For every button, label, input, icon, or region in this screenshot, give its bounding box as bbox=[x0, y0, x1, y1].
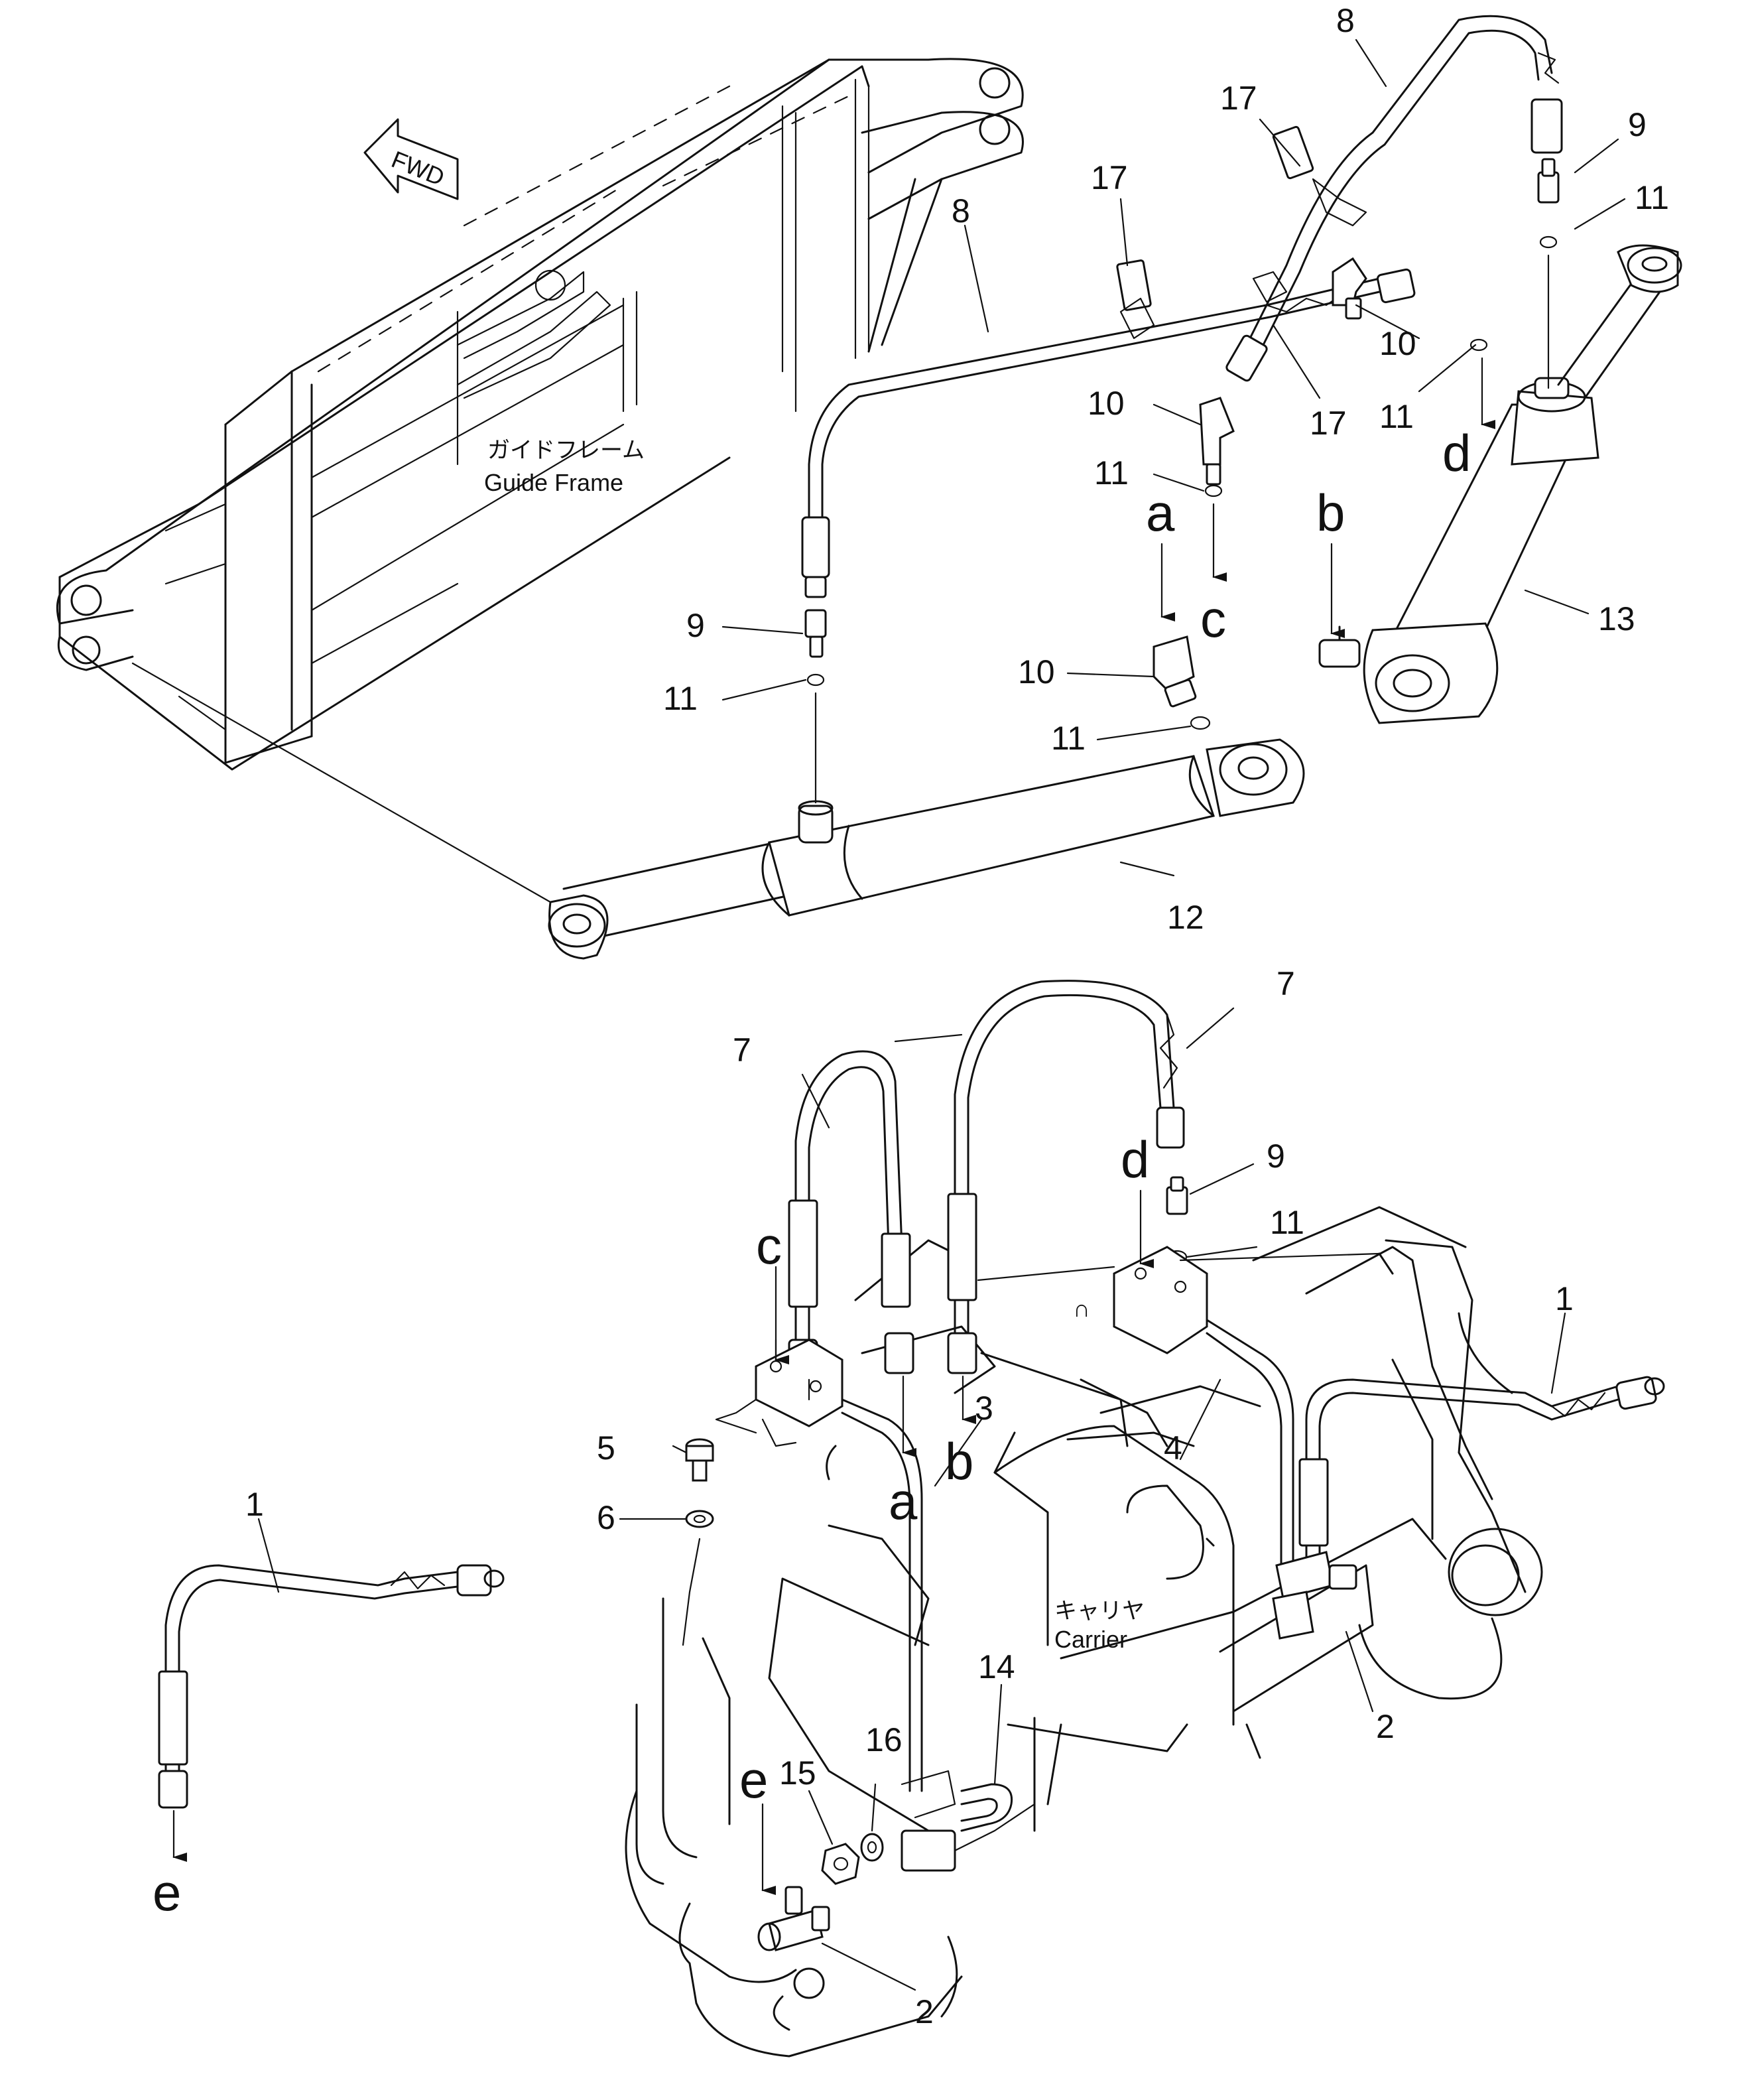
callout-11-bottom: 11 bbox=[1270, 1204, 1304, 1241]
callout-1-right: 1 bbox=[1555, 1280, 1574, 1317]
hose-7-left bbox=[788, 1050, 914, 1401]
cylinder-12 bbox=[548, 738, 1305, 960]
callout-5: 5 bbox=[597, 1429, 615, 1467]
tee-2-left bbox=[757, 1886, 830, 1951]
elbow-10-top bbox=[1332, 257, 1367, 320]
carrier-label-en: Carrier bbox=[1054, 1626, 1127, 1653]
clamp-17-a bbox=[1116, 259, 1152, 311]
callout-numbers: 8 8 17 17 17 9 11 10 11 10 11 9 11 10 11… bbox=[245, 2, 1669, 2030]
oring-11-right bbox=[1539, 235, 1558, 249]
letter-e-bottom: e bbox=[739, 1750, 768, 1809]
hose-8-right bbox=[1225, 15, 1563, 382]
letter-b-bottom: b bbox=[945, 1432, 973, 1490]
callout-11-mid: 11 bbox=[1094, 454, 1129, 492]
callout-17-left: 17 bbox=[1091, 159, 1128, 196]
hose-8-left bbox=[801, 268, 1416, 598]
leader-lines bbox=[682, 1033, 1381, 1646]
stray-mark: ∩ bbox=[1073, 1295, 1090, 1322]
callout-9-bottom: 9 bbox=[1267, 1138, 1285, 1175]
callout-13: 13 bbox=[1598, 600, 1635, 637]
hose-7-right bbox=[947, 980, 1185, 1374]
oring-11-low bbox=[1190, 716, 1211, 730]
elbow-10-low bbox=[1153, 635, 1197, 708]
clamp-block-lower bbox=[901, 1770, 1036, 1872]
connection-letters: a b c d d c a b e e bbox=[153, 424, 1471, 1922]
callout-1-left: 1 bbox=[245, 1486, 264, 1523]
fitting-9-bottom bbox=[1166, 1176, 1188, 1215]
callout-7-left: 7 bbox=[733, 1031, 751, 1069]
fwd-arrow-icon: FWD bbox=[363, 118, 459, 200]
callout-17-right: 17 bbox=[1310, 405, 1347, 442]
nut-15 bbox=[821, 1843, 860, 1885]
callout-9-top-right: 9 bbox=[1628, 106, 1647, 143]
clamp-17-c bbox=[1252, 271, 1288, 303]
washer-6 bbox=[685, 1510, 714, 1528]
callout-17-top: 17 bbox=[1220, 80, 1257, 117]
callout-10-top: 10 bbox=[1379, 325, 1416, 362]
tee-2-right bbox=[1272, 1551, 1357, 1640]
letter-e-left: e bbox=[153, 1863, 181, 1922]
letter-c-bottom: c bbox=[756, 1216, 782, 1275]
callout-2-right: 2 bbox=[1376, 1708, 1395, 1745]
letter-a-top: a bbox=[1146, 484, 1175, 542]
letter-b-top: b bbox=[1316, 484, 1345, 542]
washer-16 bbox=[860, 1833, 884, 1862]
callout-4: 4 bbox=[1164, 1429, 1182, 1467]
u-bolt-14 bbox=[960, 1783, 1013, 1832]
callout-10-low: 10 bbox=[1018, 653, 1055, 690]
clamp-17-b-band bbox=[1312, 178, 1367, 227]
oring-11-topright bbox=[1469, 338, 1488, 352]
callout-16: 16 bbox=[865, 1721, 903, 1758]
callout-11-top-left: 11 bbox=[663, 680, 698, 717]
oring-11-left bbox=[806, 673, 825, 687]
letter-a-bottom: a bbox=[889, 1472, 918, 1530]
letter-c-top: c bbox=[1200, 590, 1226, 648]
bolt-5 bbox=[685, 1438, 714, 1482]
callout-10-mid: 10 bbox=[1088, 385, 1125, 422]
guide-frame-label-en: Guide Frame bbox=[484, 469, 623, 496]
clamp-17-b bbox=[1272, 125, 1314, 180]
callout-8-left: 8 bbox=[952, 192, 970, 230]
carrier-label-jp: キャリヤ bbox=[1054, 1599, 1145, 1624]
callout-2-bottom: 2 bbox=[915, 1993, 934, 2030]
guide-frame bbox=[56, 58, 1024, 903]
clamp-17-a-band bbox=[1119, 297, 1155, 340]
fitting-9-top-right bbox=[1537, 158, 1560, 204]
callout-6: 6 bbox=[597, 1499, 615, 1536]
callout-3: 3 bbox=[975, 1390, 993, 1427]
callout-8-top: 8 bbox=[1336, 2, 1355, 39]
callout-7-right: 7 bbox=[1277, 965, 1295, 1002]
connection-arrows bbox=[172, 357, 1495, 1895]
guide-frame-label-jp: ガイドフレーム bbox=[487, 438, 645, 463]
letter-d-bottom: d bbox=[1121, 1130, 1149, 1189]
callout-11-low: 11 bbox=[1051, 720, 1086, 757]
oring-11-mid bbox=[1204, 484, 1223, 497]
callout-12: 12 bbox=[1167, 899, 1204, 936]
callout-14: 14 bbox=[978, 1648, 1015, 1685]
callout-9-top-left: 9 bbox=[686, 607, 705, 644]
callout-11-mid-right: 11 bbox=[1379, 398, 1414, 435]
cylinder-13 bbox=[1318, 244, 1682, 724]
hose-1-right bbox=[1298, 1376, 1665, 1560]
letter-d-top: d bbox=[1442, 424, 1471, 482]
fitting-9-top-left bbox=[804, 609, 827, 658]
callout-15: 15 bbox=[779, 1754, 816, 1792]
callout-11-top-right: 11 bbox=[1635, 179, 1669, 216]
block-4 bbox=[1113, 1246, 1294, 1567]
hose-1-left bbox=[158, 1564, 505, 1809]
elbow-10-mid bbox=[1199, 397, 1235, 486]
callout-leaders bbox=[257, 38, 1626, 1991]
